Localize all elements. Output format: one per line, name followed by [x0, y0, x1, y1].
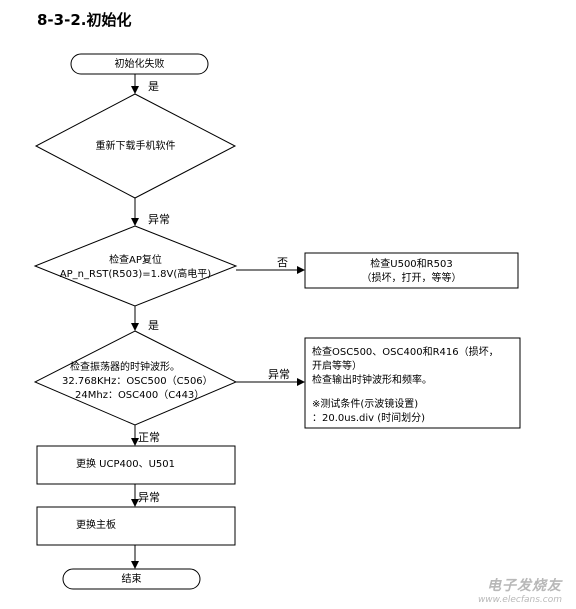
oscillator-line3: 24Mhz：OSC400（C443）	[75, 390, 205, 401]
edge-label-abnormal3: 异常	[138, 491, 160, 504]
oscillator-check-box	[304, 337, 521, 429]
replace-ucp-label: 更换 UCP400、U501	[76, 459, 176, 470]
check-u500-line2: （损坏，打开，等等）	[361, 273, 462, 284]
oscillator-check-line5: ：20.0us.div (时间划分)	[312, 413, 426, 424]
oscillator-line1: 检查振荡器的时钟波形。	[70, 362, 180, 373]
ap-reset-line1: 检查AP复位	[109, 255, 162, 266]
end-label: 结束	[121, 574, 142, 585]
watermark: 电子发烧友 www.elecfans.com	[478, 575, 562, 605]
check-u500-line1: 检查U500和R503	[370, 259, 453, 270]
edge-label-abnormal1: 异常	[148, 213, 170, 226]
start-terminal	[70, 53, 209, 75]
watermark-logo-text: 电子发烧友	[487, 578, 562, 594]
oscillator-check-line3: 检查输出时钟波形和频率。	[312, 375, 432, 386]
replace-board-label: 更换主板	[76, 520, 116, 531]
edge-label-abnormal2: 异常	[268, 368, 290, 381]
replace-ucp-box	[36, 445, 236, 485]
oscillator-line2: 32.768KHz：OSC500（C506）	[62, 376, 213, 387]
edge-label-normal: 正常	[138, 431, 160, 444]
page-title: 8-3-2.初始化	[37, 11, 132, 29]
reflash-label: 重新下载手机软件	[95, 141, 176, 152]
edge-label-yes2: 是	[148, 319, 159, 332]
start-label: 初始化失败	[114, 59, 165, 70]
ap-reset-line2: AP_n_RST(R503)=1.8V(高电平)	[59, 269, 212, 280]
check-u500-box	[304, 252, 519, 289]
replace-board-box	[36, 506, 236, 546]
oscillator-check-line2: 开启等等）	[312, 361, 362, 372]
oscillator-check-line1: 检查OSC500、OSC400和R416（损坏，	[312, 347, 499, 358]
oscillator-check-line4: ※测试条件(示波镜设置)	[312, 399, 419, 410]
edge-label-yes1: 是	[148, 80, 159, 93]
edge-label-no: 否	[277, 256, 288, 269]
watermark-url: www.elecfans.com	[477, 595, 562, 605]
end-terminal	[62, 568, 201, 590]
